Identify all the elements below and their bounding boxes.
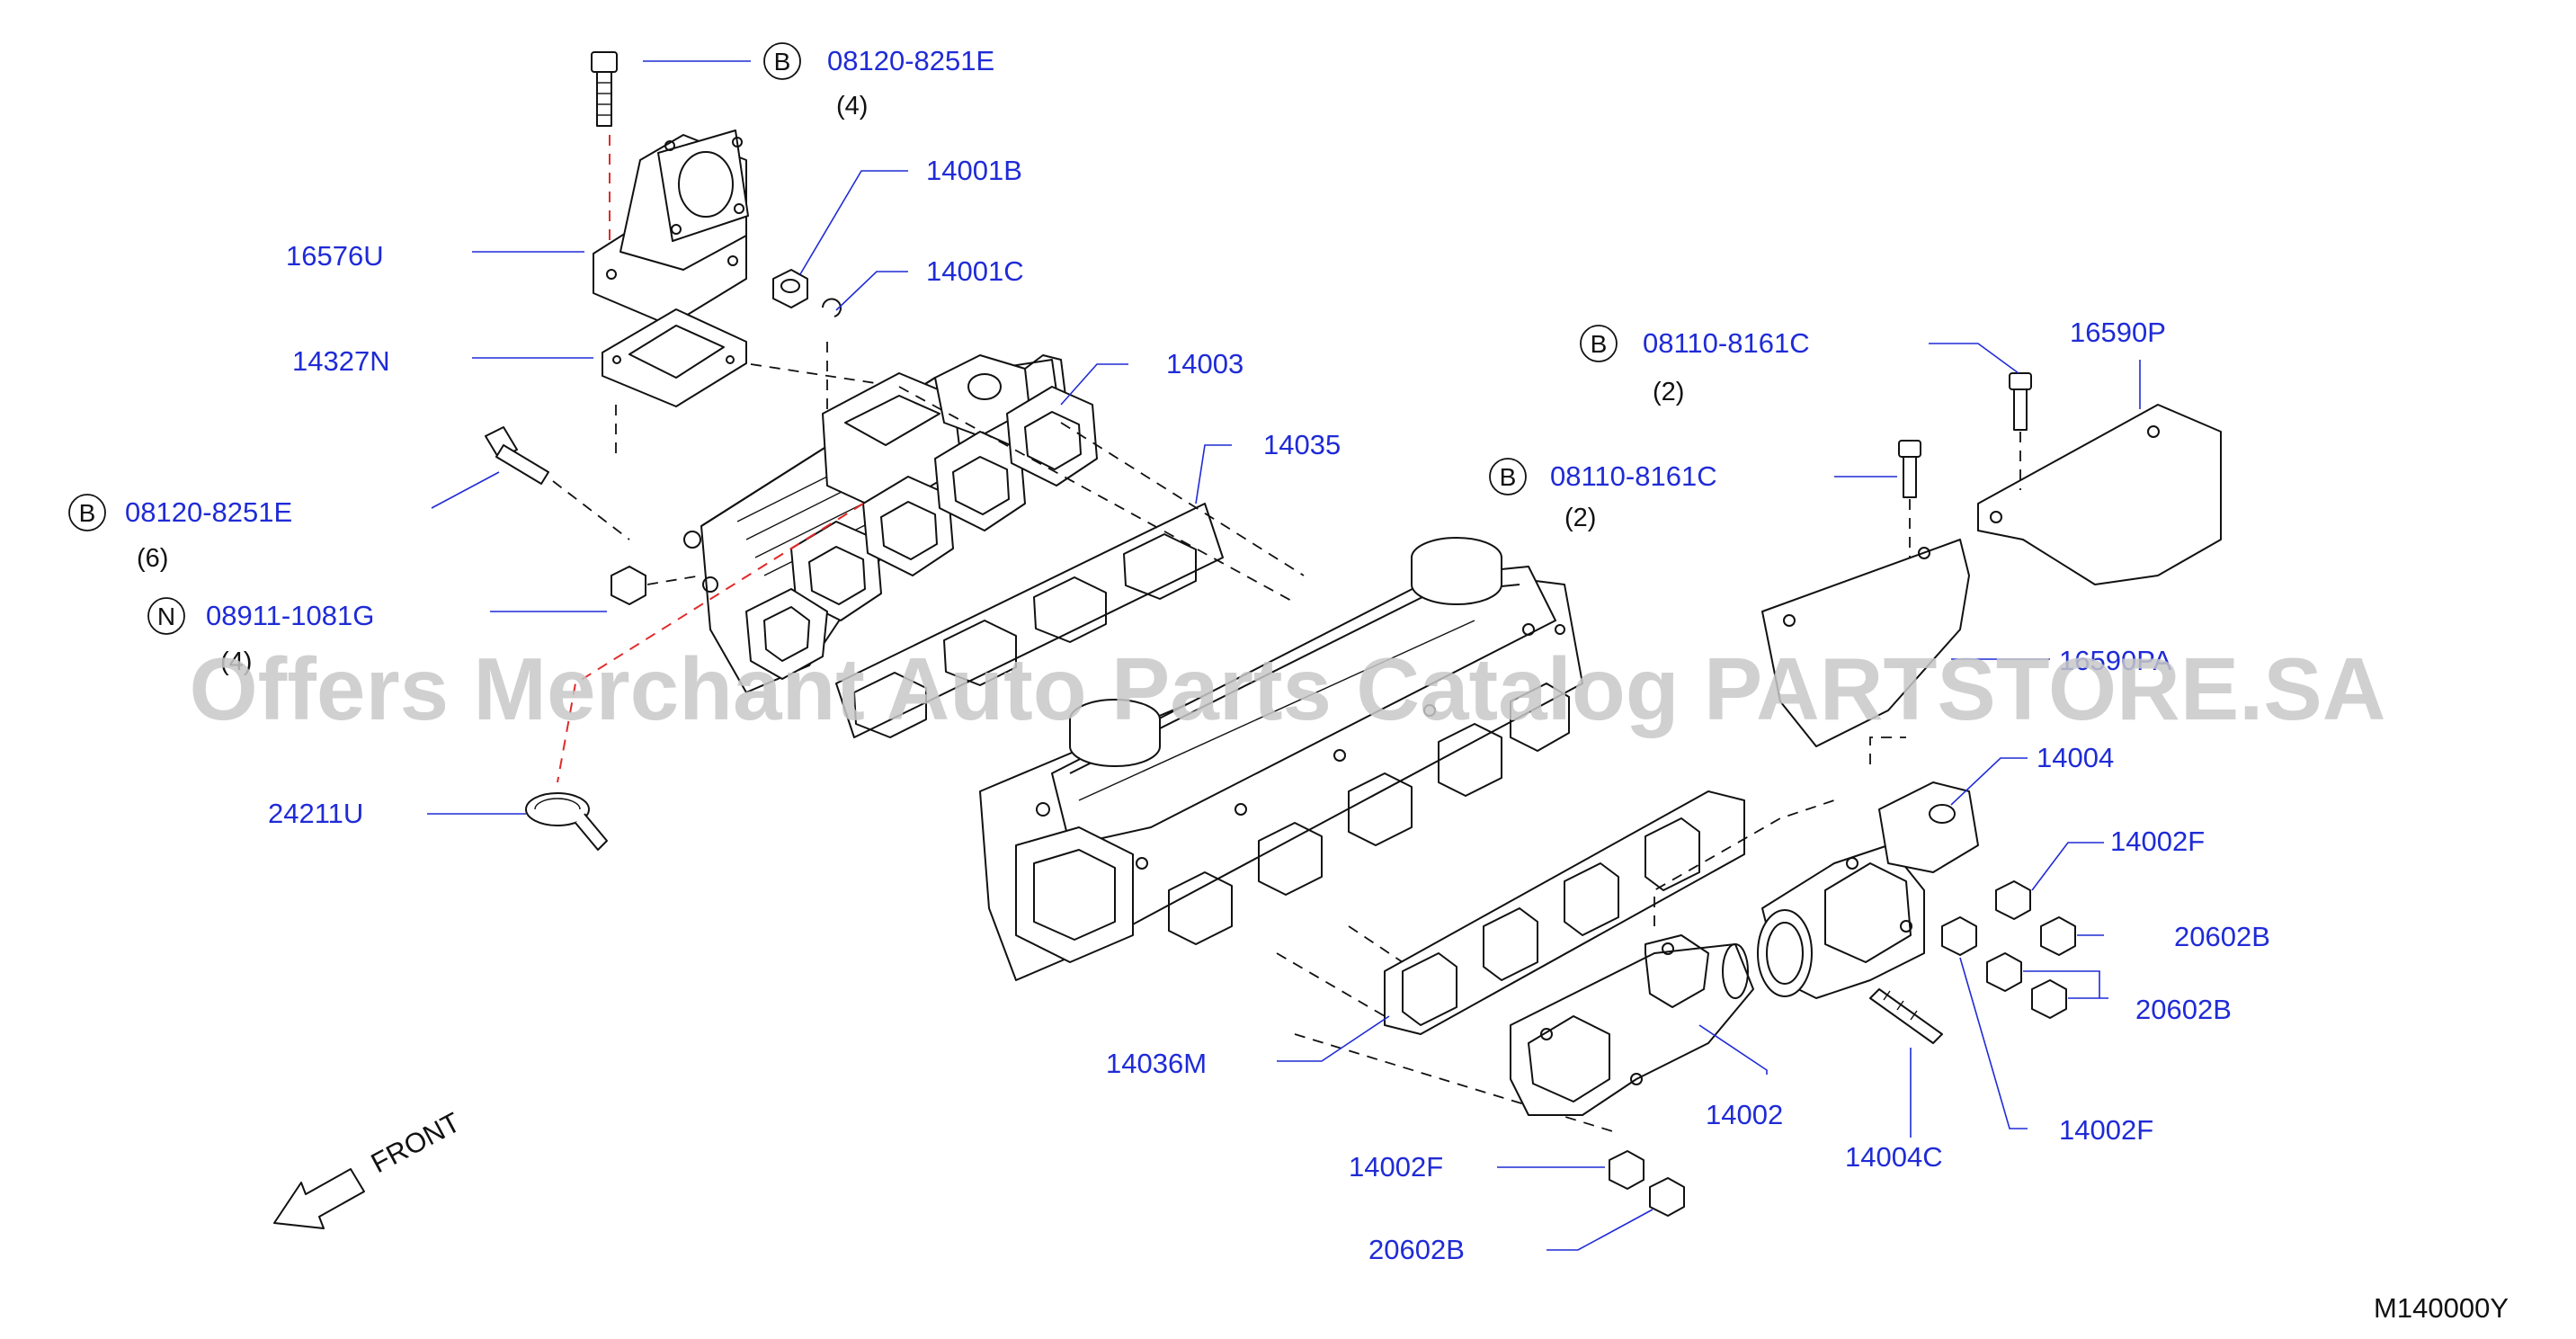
bolt-heatshield-upper	[2009, 372, 2032, 431]
bolt-left	[485, 426, 549, 485]
badge-circle	[1489, 458, 1527, 495]
intake-elbow-16576U	[593, 129, 749, 326]
badge-circle	[68, 494, 106, 531]
badge-circle	[147, 597, 185, 635]
callout-left-bolt-number[interactable]: 08120-8251E	[125, 496, 292, 528]
nut-14001B	[772, 269, 808, 308]
heat-shield-16590PA	[1761, 539, 1970, 747]
badges: B B N B B	[68, 42, 1618, 635]
diagram-id: M140000Y	[2374, 1292, 2509, 1324]
phantom-hose-clamp	[557, 503, 864, 783]
exhaust-manifold-14002	[1510, 934, 1754, 1116]
callout-14002F-right-low[interactable]: 14002F	[2059, 1114, 2153, 1146]
stud-14004C	[1869, 988, 1943, 1044]
bolt-top	[591, 51, 618, 127]
callout-left-bolt-qty: (6)	[137, 544, 168, 573]
callout-heatshield-bolt-upper-number[interactable]: 08110-8161C	[1643, 327, 1810, 359]
callout-14002F-right-top[interactable]: 14002F	[2110, 826, 2205, 857]
watermark-text: Offers Merchant Auto Parts Catalog PARTS…	[189, 639, 2385, 738]
leader-lines	[427, 60, 2141, 1251]
badge-letter: B	[1591, 330, 1608, 358]
callout-heatshield-bolt-lower-qty: (2)	[1564, 504, 1596, 532]
nuts-bottom	[1609, 1150, 1685, 1217]
gasket-14035	[835, 503, 1224, 738]
callout-20602B-right-b[interactable]: 20602B	[2135, 994, 2232, 1025]
gasket-14036M	[1384, 790, 1745, 1035]
phantom-left-fasteners	[552, 480, 702, 585]
badge-letter: N	[157, 603, 175, 630]
callout-14002[interactable]: 14002	[1706, 1099, 1783, 1130]
callout-labels: 08120-8251E (4) 16576U 14327N 14001B 140…	[125, 45, 2270, 1265]
heat-shield-16590P	[1977, 404, 2222, 585]
nut-left	[611, 566, 646, 605]
callout-14003[interactable]: 14003	[1166, 348, 1243, 379]
badge-letter: B	[79, 499, 96, 527]
hose-clamp-24211U	[525, 792, 608, 851]
callout-16590P[interactable]: 16590P	[2070, 317, 2166, 348]
phantom-heatshield-bolts	[1909, 432, 2021, 558]
phantom-manifold-head	[898, 386, 1305, 603]
callout-left-nut-qty: (4)	[220, 647, 252, 676]
badge-letter: B	[774, 48, 791, 76]
badge-circle	[763, 42, 801, 80]
cylinder-head	[979, 537, 1583, 981]
badge-circle	[1580, 325, 1618, 362]
callout-14004C[interactable]: 14004C	[1845, 1141, 1943, 1173]
callout-14002F-left[interactable]: 14002F	[1349, 1151, 1443, 1183]
phantom-adapter	[615, 342, 900, 459]
badge-letter: B	[1500, 463, 1517, 491]
gasket-14327N	[602, 308, 747, 407]
callout-heatshield-bolt-upper-qty: (2)	[1653, 378, 1684, 406]
front-label: FRONT	[366, 1106, 466, 1179]
callout-16590PA[interactable]: 16590PA	[2059, 645, 2172, 676]
front-arrow-icon	[273, 1168, 365, 1229]
callout-24211U[interactable]: 24211U	[268, 798, 363, 829]
phantom-manifold-elbow	[1653, 799, 1835, 926]
intake-manifold-14003	[683, 354, 1098, 693]
exhaust-elbow-14004	[1757, 781, 1979, 999]
callout-14004[interactable]: 14004	[2037, 742, 2114, 773]
line-art	[273, 51, 2222, 1229]
callout-14327N[interactable]: 14327N	[292, 345, 390, 377]
callout-top-bolt-number[interactable]: 08120-8251E	[827, 45, 994, 76]
callout-20602B-left[interactable]: 20602B	[1368, 1234, 1465, 1265]
callout-left-nut-number[interactable]: 08911-1081G	[206, 600, 374, 631]
callout-20602B-right-a[interactable]: 20602B	[2174, 921, 2270, 952]
bolt-heatshield-lower	[1898, 440, 1921, 498]
callout-heatshield-bolt-lower-number[interactable]: 08110-8161C	[1550, 460, 1717, 492]
phantom-elbow-shield	[1869, 736, 1906, 764]
callout-14001B[interactable]: 14001B	[926, 155, 1022, 186]
callout-14035[interactable]: 14035	[1263, 429, 1341, 460]
nuts-right	[1941, 880, 2076, 1019]
callout-top-bolt-qty: (4)	[836, 92, 868, 121]
callout-14036M[interactable]: 14036M	[1106, 1048, 1207, 1079]
washer-14001C	[822, 298, 842, 317]
callout-14001C[interactable]: 14001C	[926, 255, 1024, 287]
callout-16576U[interactable]: 16576U	[286, 240, 384, 272]
